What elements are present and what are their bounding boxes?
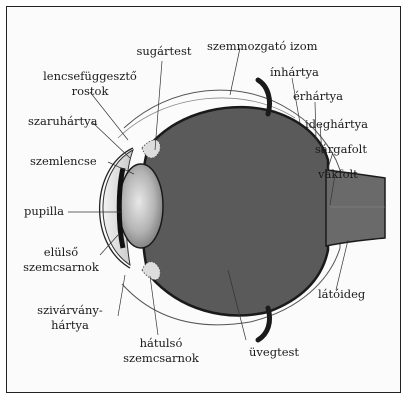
label-inhartya: ínhártya [270,66,319,79]
label-szivarvanyhartya: szivárvány- hártya [26,304,114,332]
label-szivarvany-line1: szivárvány- [26,304,114,317]
label-lencsefuggeszto-line1: lencsefüggesztő [32,70,148,83]
label-elulso-line2: szemcsarnok [22,261,100,274]
label-uvegtest: üvegtest [249,346,299,359]
label-erhartya: érhártya [293,90,343,103]
label-szaruhartya: szaruhártya [28,115,97,128]
label-lencsefuggeszto: lencsefüggesztő rostok [32,70,148,98]
label-latoideg: látóideg [318,288,365,301]
label-pupilla: pupilla [24,205,64,218]
label-sugartest: sugártest [136,45,192,58]
label-szivarvany-line2: hártya [26,319,114,332]
label-szemmozgato-izom: szemmozgató izom [207,40,318,53]
eyeball-body [142,107,328,315]
label-hatulso-szemcsarnok: hátulsó szemcsarnok [120,337,202,365]
label-vakfolt: vakfolt [318,168,358,181]
optic-nerve [326,170,385,246]
label-hatulso-line2: szemcsarnok [120,352,202,365]
label-sargafolt: sárgafolt [315,143,367,156]
label-lencsefuggeszto-line2: rostok [32,85,148,98]
lens-shape [119,164,163,248]
label-szemlencse: szemlencse [30,155,97,168]
label-elulso-line1: elülső [22,246,100,259]
label-ideghartya: ideghártya [305,118,368,131]
label-elulso-szemcsarnok: elülső szemcsarnok [22,246,100,274]
label-hatulso-line1: hátulsó [120,337,202,350]
